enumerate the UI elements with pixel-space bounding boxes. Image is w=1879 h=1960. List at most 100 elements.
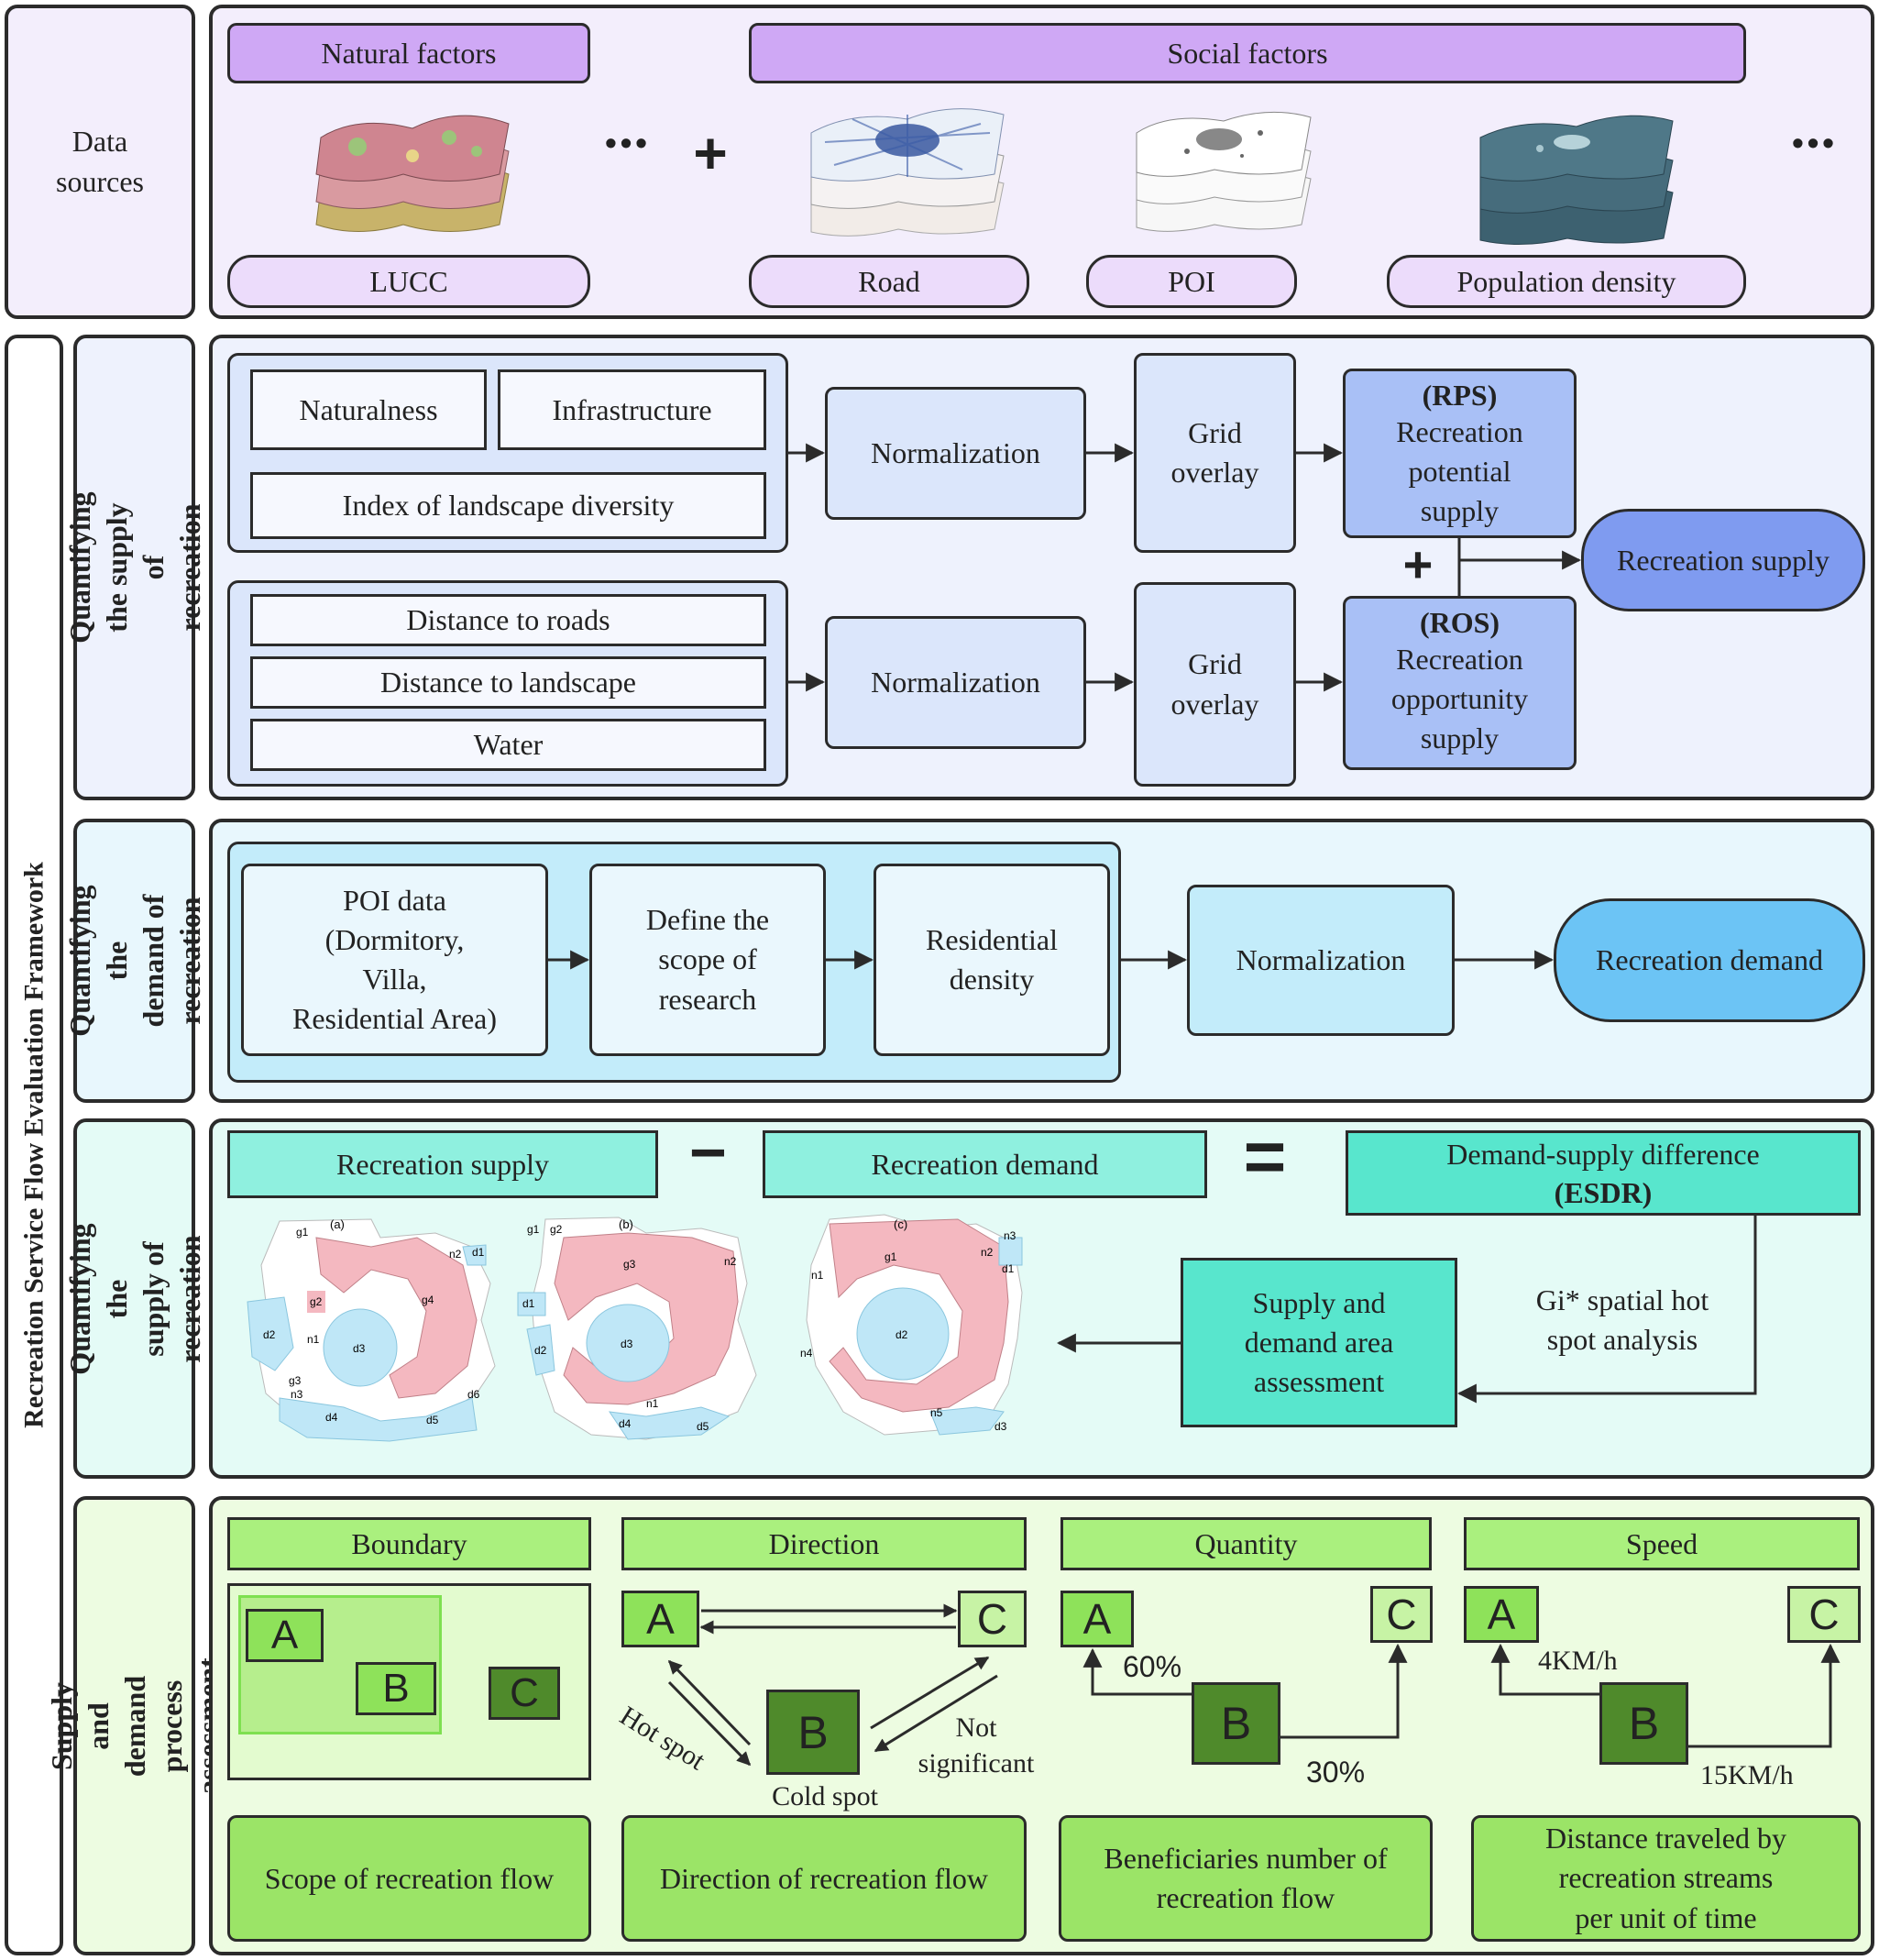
- boundary-node-a: A: [246, 1609, 324, 1662]
- speed-15-label: 15KM/h: [1700, 1760, 1794, 1790]
- svg-text:n1: n1: [646, 1397, 659, 1410]
- grid-overlay-2: Grid overlay: [1134, 582, 1296, 787]
- natural-factors-header: Natural factors: [227, 23, 590, 83]
- equals-sign: =: [1243, 1116, 1287, 1197]
- arrow-sb-to-a: [1490, 1643, 1599, 1696]
- svg-text:d1: d1: [472, 1246, 485, 1259]
- factor-infrastructure: Infrastructure: [498, 369, 766, 450]
- demand-residential-density: Residential density: [874, 864, 1110, 1056]
- boundary-node-b: B: [356, 1662, 436, 1715]
- svg-text:d4: d4: [619, 1417, 632, 1430]
- esdr-difference-box: Demand-supply difference (ESDR): [1346, 1130, 1861, 1216]
- ros-box: (ROS) Recreation opportunity supply: [1343, 596, 1577, 770]
- svg-text:n3: n3: [1004, 1229, 1016, 1242]
- demand-poi-data: POI data (Dormitory, Villa, Residential …: [241, 864, 548, 1056]
- arrow-esdr-assessment: [1456, 1216, 1757, 1404]
- output-direction: Direction of recreation flow: [621, 1815, 1027, 1942]
- svg-text:d1: d1: [1002, 1262, 1015, 1275]
- recreation-supply-result: Recreation supply: [1581, 509, 1865, 611]
- demand-define-scope: Define the scope of research: [589, 864, 826, 1056]
- svg-text:d5: d5: [426, 1414, 439, 1426]
- arrow-qb-to-c: [1280, 1643, 1408, 1739]
- speed-node-c: C: [1787, 1586, 1861, 1643]
- data-sources-label: Data sources: [56, 125, 144, 198]
- demand-side-panel: Quantifying the demand of recreation: [63, 819, 206, 1103]
- svg-text:g1: g1: [885, 1250, 897, 1263]
- quantity-30-label: 30%: [1306, 1756, 1366, 1789]
- svg-text:n1: n1: [811, 1269, 824, 1282]
- header-speed: Speed: [1464, 1517, 1860, 1570]
- header-direction: Direction: [621, 1517, 1027, 1570]
- svg-text:d3: d3: [994, 1420, 1007, 1433]
- svg-text:d1: d1: [522, 1297, 535, 1310]
- road-layer-image: [810, 108, 1005, 237]
- svg-text:d5: d5: [697, 1420, 709, 1433]
- arrow-qb-to-a: [1082, 1647, 1192, 1696]
- not-significant-label: Not significant: [918, 1712, 1035, 1778]
- speed-node-b: B: [1599, 1682, 1688, 1765]
- process-side-panel: Supply and demand process assessment: [45, 1496, 225, 1955]
- recreation-demand-result: Recreation demand: [1554, 898, 1865, 1022]
- layer-population-density: Population density: [1387, 255, 1746, 308]
- svg-text:g3: g3: [289, 1374, 302, 1387]
- svg-text:n5: n5: [930, 1406, 943, 1419]
- layer-poi: POI: [1086, 255, 1297, 308]
- boundary-node-c: C: [489, 1667, 560, 1720]
- svg-text:(a): (a): [330, 1217, 345, 1231]
- lucc-layer-image: [315, 115, 510, 232]
- plus-sign: +: [693, 120, 728, 186]
- demand-normalization: Normalization: [1187, 885, 1455, 1036]
- quantity-node-c: C: [1370, 1586, 1433, 1643]
- population-layer-image: [1479, 115, 1674, 245]
- ros-text: Recreation opportunity supply: [1390, 643, 1529, 755]
- grid-overlay-1: Grid overlay: [1134, 353, 1296, 553]
- svg-text:g3: g3: [623, 1258, 636, 1271]
- speed-node-a: A: [1464, 1586, 1539, 1643]
- svg-text:g1: g1: [527, 1223, 540, 1236]
- svg-text:g1: g1: [296, 1226, 309, 1239]
- factor-naturalness: Naturalness: [250, 369, 487, 450]
- direction-node-c: C: [958, 1591, 1027, 1647]
- arrow-a-to-b: [667, 1680, 752, 1767]
- svg-text:n4: n4: [800, 1347, 813, 1360]
- svg-text:n3: n3: [291, 1388, 303, 1401]
- esdr-difference-abbr: (ESDR): [1554, 1175, 1653, 1209]
- header-boundary: Boundary: [227, 1517, 591, 1570]
- svg-text:g2: g2: [550, 1223, 563, 1236]
- supply-demand-area-assessment: Supply and demand area assessment: [1181, 1258, 1457, 1427]
- arrow-c-to-b: [874, 1674, 998, 1753]
- svg-text:d2: d2: [263, 1328, 276, 1341]
- svg-text:d3: d3: [621, 1338, 633, 1350]
- social-ellipsis: •••: [1792, 124, 1838, 161]
- factor-landscape-diversity: Index of landscape diversity: [250, 472, 766, 539]
- svg-text:g4: g4: [422, 1294, 434, 1306]
- framework-strip: Recreation Service Flow Evaluation Frame…: [5, 335, 63, 1955]
- esdr-difference-label: Demand-supply difference: [1446, 1138, 1760, 1171]
- rps-text: Recreation potential supply: [1396, 415, 1523, 528]
- quantity-node-b: B: [1192, 1682, 1280, 1765]
- direction-node-b: B: [766, 1690, 860, 1775]
- rps-box: (RPS) Recreation potential supply: [1343, 369, 1577, 538]
- svg-text:n2: n2: [449, 1248, 462, 1261]
- svg-text:(c): (c): [894, 1217, 907, 1231]
- svg-text:n1: n1: [307, 1333, 320, 1346]
- svg-text:d2: d2: [534, 1344, 547, 1357]
- esdr-supply-box: Recreation supply: [227, 1130, 658, 1198]
- arrow-b-to-c: [870, 1656, 990, 1730]
- supply-normalization-1: Normalization: [825, 387, 1086, 520]
- esdr-demand-box: Recreation demand: [763, 1130, 1207, 1198]
- arrow-sb-to-c: [1688, 1643, 1841, 1748]
- svg-text:g2: g2: [310, 1295, 323, 1308]
- factor-water: Water: [250, 719, 766, 771]
- layer-lucc: LUCC: [227, 255, 590, 308]
- factor-distance-roads: Distance to roads: [250, 594, 766, 646]
- social-factors-header: Social factors: [749, 23, 1746, 83]
- header-quantity: Quantity: [1060, 1517, 1432, 1570]
- svg-text:d4: d4: [325, 1411, 338, 1424]
- rps-abbr: (RPS): [1422, 379, 1498, 412]
- direction-node-a: A: [621, 1591, 699, 1647]
